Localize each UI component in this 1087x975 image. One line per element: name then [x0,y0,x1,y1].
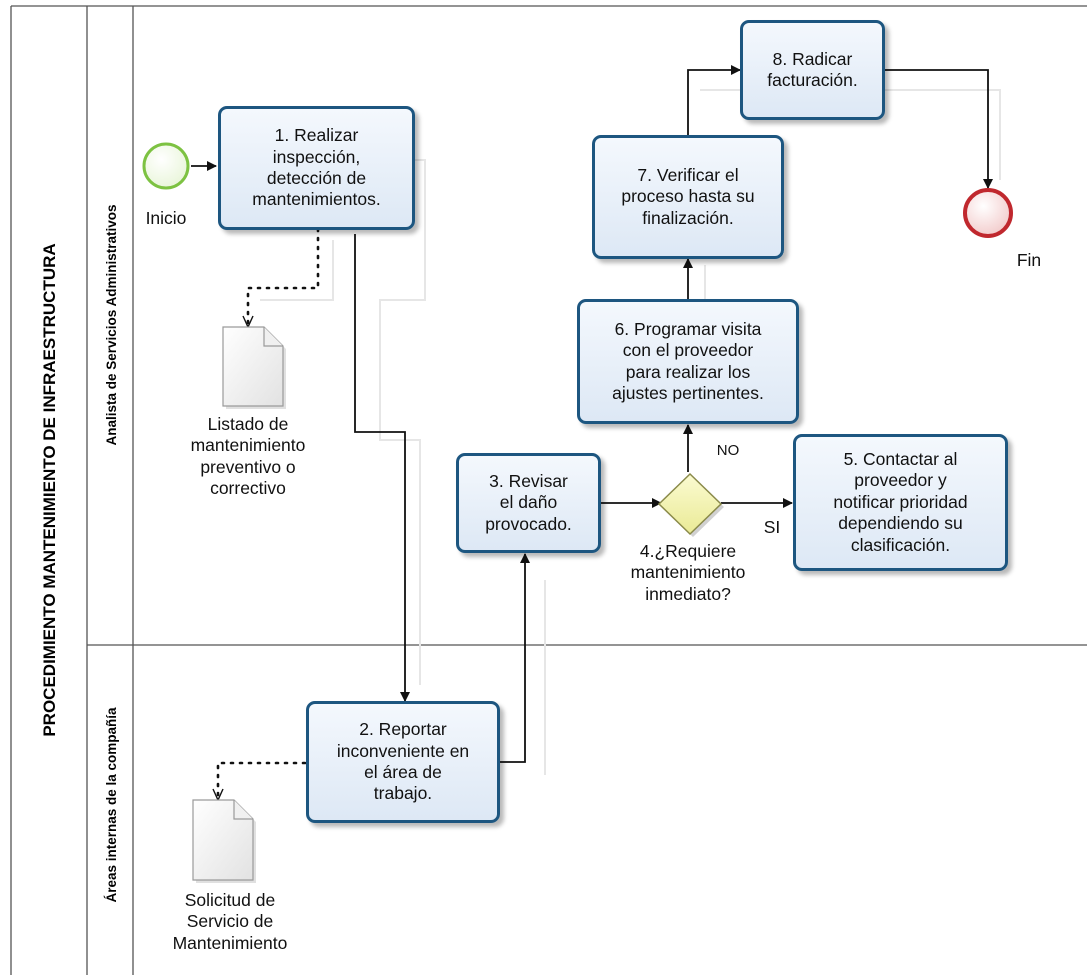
doc1-line-1: Listado de [207,414,289,434]
task-3-revisar-dano: 3. Revisar el daño provocado. [456,453,601,553]
task-2-line-3: el área de [364,762,442,782]
task-3-line-2: el daño [499,492,558,513]
task-8-line-2: facturación. [767,70,858,90]
task-6-line-4: ajustes pertinentes. [612,382,764,403]
start-event-label: Inicio [145,208,187,228]
task-1-line-3: detección de [266,168,367,188]
task-1-line-1: 1. Realizar [274,125,359,146]
lane-label-analista: Analista de Servicios Administrativos [104,204,119,445]
task-3-line-1: 3. Revisar [489,470,568,491]
document-solicitud-label: Solicitud de Servicio de Mantenimiento [150,890,310,954]
task-1-line-2: inspección, [272,146,361,167]
start-event [142,142,190,190]
task-6-line-2: con el proveedor [622,340,754,361]
doc2-line-1: Solicitud de [184,890,276,910]
gateway-line-1: 4.¿Requiere [639,541,737,561]
doc2-line-2: Servicio de [186,911,274,932]
task-6-line-3: para realizar los [625,361,751,382]
task-6-programar-visita: 6. Programar visita con el proveedor par… [577,299,799,424]
task-5-line-4: dependiendo su [838,513,963,534]
document-solicitud [192,799,256,883]
task-7-line-2: proceso hasta su [621,186,755,207]
data-associations [212,227,320,802]
task-2-line-1: 2. Reportar [359,719,447,740]
task-5-line-1: 5. Contactar al [843,449,958,470]
end-event [963,188,1013,238]
task-3-line-3: provocado. [485,513,572,534]
gateway-no-label: NO [716,442,740,459]
task-6-line-1: 6. Programar visita [614,318,762,339]
gateway-si-label: SI [763,517,781,537]
task-7-line-1: 7. Verificar el [637,164,739,185]
task-5-contactar-proveedor: 5. Contactar al proveedor y notificar pr… [793,434,1008,571]
sequence-flows [191,65,993,763]
gateway-label: 4.¿Requiere mantenimiento inmediato? [598,541,778,605]
flow-t2-to-t3 [499,553,530,763]
task-5-line-5: clasificación. [850,534,951,555]
pool [10,5,1087,975]
task-2-line-4: trabajo. [373,783,433,804]
gateway-diamond [657,472,724,537]
task-8-radicar-facturacion: 8. Radicar facturación. [740,20,885,120]
task-5-line-3: notificar prioridad [833,491,968,512]
doc1-line-4: correctivo [210,478,286,499]
document-listado [222,326,286,409]
gateway-line-3: inmediato? [645,583,731,604]
task-5-line-2: proveedor y [854,470,947,491]
gateway-line-2: mantenimiento [630,562,746,583]
task-2-reportar-inconveniente: 2. Reportar inconveniente en el área de … [306,701,500,823]
task-1-line-4: mantenimientos. [252,189,381,210]
flow-t1-to-t2 [354,234,410,702]
assoc-t2-to-d2 [212,761,307,802]
assoc-t1-to-d1 [242,227,320,329]
task-7-verificar-proceso: 7. Verificar el proceso hasta su finaliz… [592,135,784,259]
doc2-line-3: Mantenimiento [172,932,288,953]
lane-label-areas: Áreas internas de la compañía [104,707,119,903]
end-event-label: Fin [1016,250,1042,270]
document-listado-label: Listado de mantenimiento preventivo o co… [168,414,328,499]
task-8-line-1: 8. Radicar [772,48,853,69]
pool-title: PROCEDIMIENTO MANTENIMIENTO DE INFRAESTR… [40,243,59,736]
doc1-line-2: mantenimiento [190,435,306,456]
doc1-line-3: preventivo o [200,456,296,477]
flow-t8-to-end [884,69,993,189]
flow-t7-to-t8 [687,65,741,135]
task-2-line-2: inconveniente en [336,740,470,761]
task-7-line-3: finalización. [642,207,734,228]
task-1-realizar-inspeccion: 1. Realizar inspección, detección de man… [218,106,415,230]
